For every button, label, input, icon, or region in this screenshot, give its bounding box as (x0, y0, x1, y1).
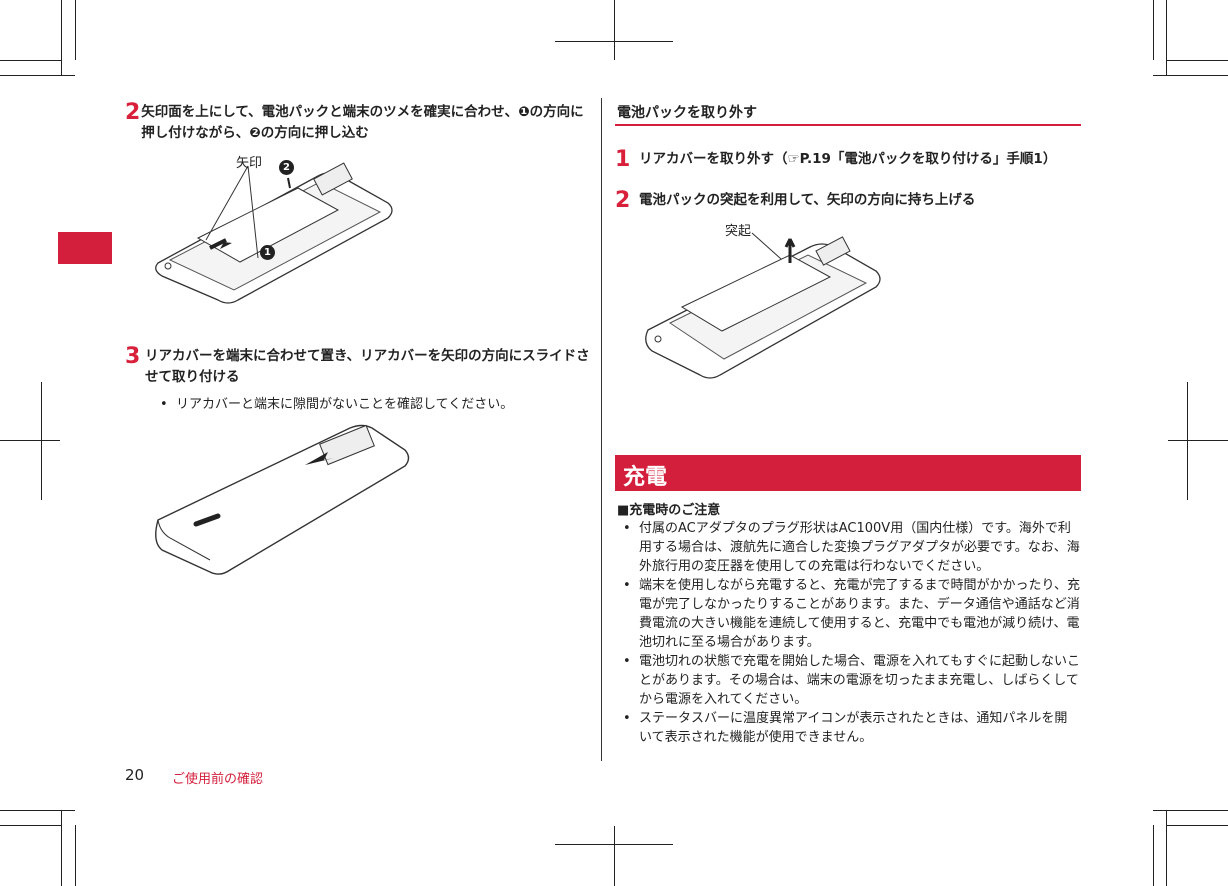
step-number: 2 (615, 188, 631, 213)
page-number: 20 (125, 766, 145, 784)
step-number: 1 (615, 147, 631, 172)
note-item: ステータスバーに温度異常アイコンが表示されたときは、通知パネルを開いて表示された… (621, 709, 1080, 747)
mark-2: 2 (279, 160, 294, 175)
charging-notes: 付属のACアダプタのプラグ形状はAC100V用（国内仕様）です。海外で利用する場… (621, 519, 1080, 747)
column-divider (601, 98, 602, 761)
section-title: 充電 (623, 465, 668, 490)
mark-1: 1 (260, 245, 275, 260)
section-charging: 充電 (615, 455, 1081, 491)
figure-rear-cover (150, 420, 415, 580)
rear-cover-illustration (155, 424, 410, 575)
tab-label: 突起 (725, 224, 752, 239)
note-item: リアカバーと端末に隙間がないことを確認してください。 (158, 395, 588, 414)
figure-battery-insert (148, 148, 398, 308)
step-2-lift-battery: 2 電池パックの突起を利用して、矢印の方向に持ち上げる (615, 190, 1085, 212)
step-3-notes: リアカバーと端末に隙間がないことを確認してください。 (158, 395, 588, 414)
heading-remove-battery: 電池パックを取り外す (617, 105, 757, 121)
step-3-attach-cover: 3 リアカバーを端末に合わせて置き、リアカバーを矢印の方向にスライドさせて取り付… (125, 346, 595, 388)
mark-1-badge: 1 (260, 238, 275, 260)
phone-battery-insert-illustration (155, 162, 393, 304)
note-item: 付属のACアダプタのプラグ形状はAC100V用（国内仕様）です。海外で利用する場… (621, 519, 1080, 576)
mark-2-badge: 2 (279, 153, 294, 175)
step-2-insert-battery: 2 矢印面を上にして、電池パックと端末のツメを確実に合わせ、❶の方向に押し付けな… (125, 102, 595, 144)
chapter-tab (58, 232, 112, 264)
step-text: リアカバーを取り外す（☞P.19「電池パックを取り付ける」手順1） (639, 151, 1057, 167)
note-item: 端末を使用しながら充電すると、充電が完了するまで時間がかかったり、充電が完了しな… (621, 576, 1080, 652)
figure-battery-remove (640, 225, 885, 385)
footer-section: ご使用前の確認 (172, 772, 264, 787)
step-text: 矢印面を上にして、電池パックと端末のツメを確実に合わせ、❶の方向に押し付けながら… (141, 104, 584, 141)
step-1-remove-cover: 1 リアカバーを取り外す（☞P.19「電池パックを取り付ける」手順1） (615, 149, 1085, 171)
arrow-label: 矢印 (236, 156, 263, 171)
step-text: 電池パックの突起を利用して、矢印の方向に持ち上げる (639, 192, 976, 208)
step-number: 2 (125, 100, 141, 125)
phone-battery-remove-illustration (645, 232, 881, 379)
heading-underline (615, 124, 1081, 126)
step-text: リアカバーを端末に合わせて置き、リアカバーを矢印の方向にスライドさせて取り付ける (145, 348, 590, 385)
subheading-charging-notes: ■充電時のご注意 (617, 503, 721, 518)
note-item: 電池切れの状態で充電を開始した場合、電源を入れてもすぐに起動しないことがあります… (621, 652, 1080, 709)
step-number: 3 (125, 344, 141, 369)
